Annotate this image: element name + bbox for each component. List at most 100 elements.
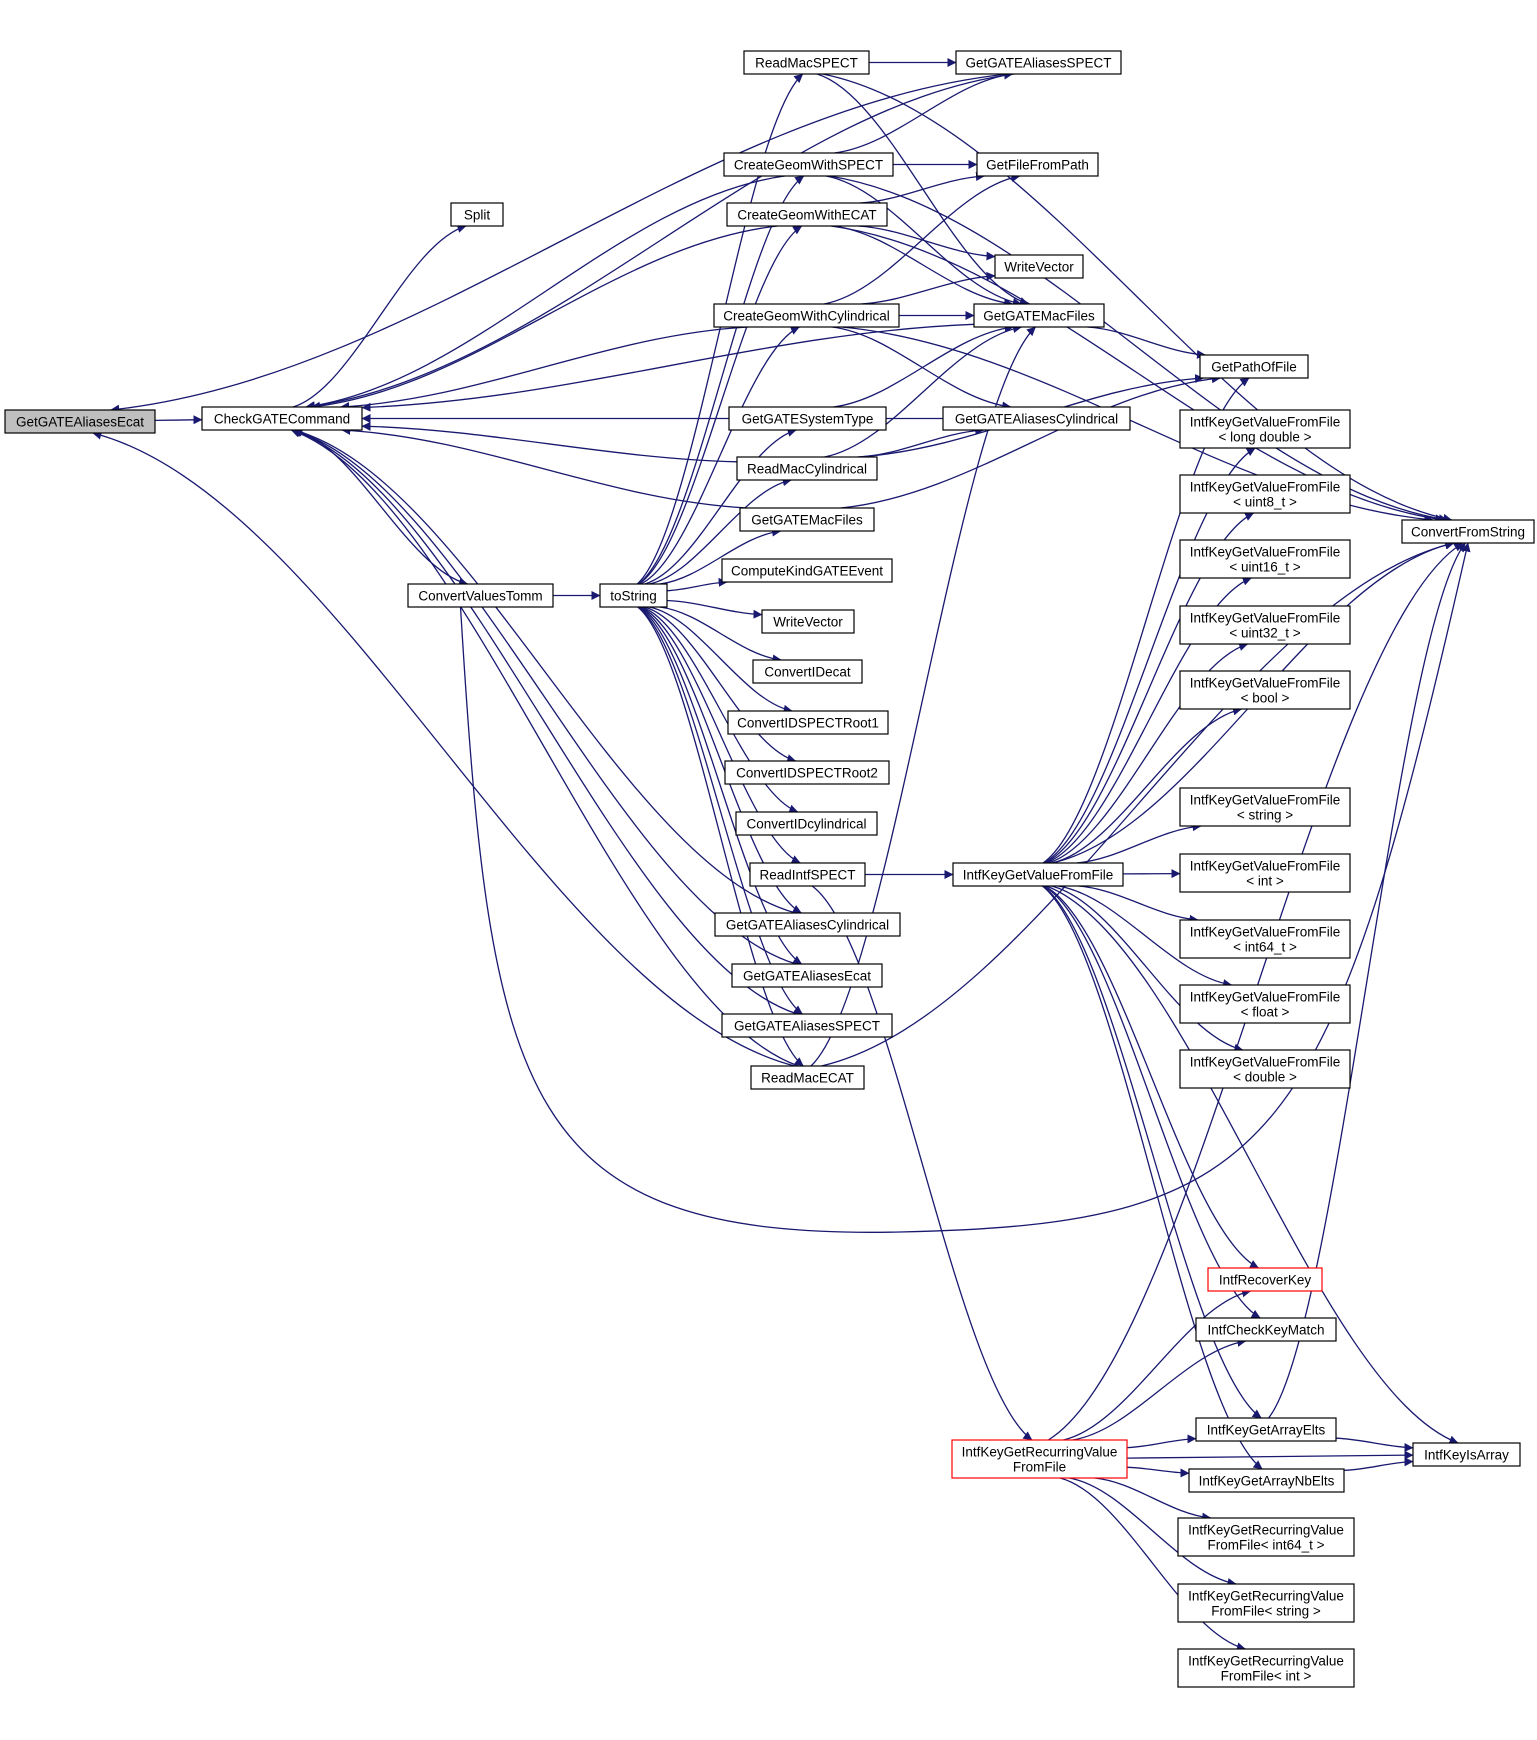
graph-node-geomspect[interactable]: CreateGeomWithSPECT (723, 152, 894, 177)
node-label: GetGATEAliasesSPECT (965, 56, 1111, 71)
node-label: ReadMacECAT (761, 1071, 854, 1086)
node-label: < int > (1246, 874, 1284, 889)
graph-node-macfiles1[interactable]: GetGATEMacFiles (973, 303, 1105, 328)
graph-node-arrayelts[interactable]: IntfKeyGetArrayElts (1195, 1417, 1337, 1442)
node-box (721, 558, 893, 583)
graph-node-t_uint32[interactable]: IntfKeyGetValueFromFile< uint32_t > (1179, 605, 1351, 645)
graph-node-readmacecat[interactable]: ReadMacECAT (750, 1065, 865, 1090)
node-label: GetGATEAliasesCylindrical (955, 412, 1118, 427)
graph-node-aliascyl1[interactable]: GetGATEAliasesCylindrical (942, 406, 1131, 431)
graph-node-isarray[interactable]: IntfKeyIsArray (1412, 1442, 1521, 1467)
node-box (731, 963, 883, 988)
graph-node-writevec2[interactable]: WriteVector (761, 609, 855, 634)
call-edge (830, 225, 1445, 524)
graph-node-convidecat[interactable]: ConvertIDecat (752, 659, 863, 684)
node-label: IntfKeyGetRecurringValue (1188, 1589, 1344, 1604)
graph-node-tostring[interactable]: toString (599, 583, 668, 608)
node-box (728, 406, 887, 431)
graph-node-convvalues[interactable]: ConvertValuesTomm (407, 583, 554, 608)
call-edge (305, 73, 1015, 411)
call-edge (649, 606, 793, 714)
node-box (761, 609, 855, 634)
graph-node-writevec1[interactable]: WriteVector (994, 254, 1084, 279)
graph-node-geomecat[interactable]: CreateGeomWithECAT (726, 202, 888, 227)
node-label: < float > (1241, 1005, 1290, 1020)
graph-node-t_float[interactable]: IntfKeyGetValueFromFile< float > (1179, 984, 1351, 1024)
node-box (713, 303, 900, 328)
call-edge (305, 175, 785, 411)
node-label: GetGATEMacFiles (751, 513, 863, 528)
node-box (726, 202, 888, 227)
node-label: IntfKeyGetValueFromFile (963, 868, 1114, 883)
graph-node-aliasecat2[interactable]: GetGATEAliasesEcat (731, 963, 883, 988)
graph-node-aliasspect[interactable]: GetGATEAliasesSPECT (955, 50, 1122, 75)
node-label: CreateGeomWithSPECT (734, 158, 883, 173)
graph-node-macfiles2[interactable]: GetGATEMacFiles (739, 507, 875, 532)
call-edge (1072, 1337, 1247, 1441)
graph-node-systype[interactable]: GetGATESystemType (728, 406, 887, 431)
node-label: IntfKeyGetArrayElts (1207, 1423, 1326, 1438)
graph-node-split[interactable]: Split (450, 202, 504, 227)
graph-node-aliascyl2[interactable]: GetGATEAliasesCylindrical (714, 912, 901, 937)
node-box (721, 1013, 893, 1038)
graph-node-readmacspect[interactable]: ReadMacSPECT (743, 50, 870, 75)
node-label: ConvertIDcylindrical (746, 817, 866, 832)
graph-node-readintf[interactable]: ReadIntfSPECT (749, 862, 866, 887)
node-box (723, 152, 894, 177)
node-box (1179, 409, 1351, 449)
call-edge (361, 323, 975, 412)
graph-node-convfromstring[interactable]: ConvertFromString (1401, 519, 1535, 544)
graph-node-pathoffile[interactable]: GetPathOfFile (1199, 354, 1309, 379)
graph-node-convspect2[interactable]: ConvertIDSPECTRoot2 (724, 760, 890, 785)
call-edge (641, 606, 799, 814)
graph-node-t_double[interactable]: IntfKeyGetValueFromFile< double > (1179, 1049, 1351, 1089)
graph-node-arraynb[interactable]: IntfKeyGetArrayNbElts (1188, 1468, 1345, 1493)
graph-node-intfget[interactable]: IntfKeyGetValueFromFile (952, 862, 1124, 887)
graph-node-t_uint8[interactable]: IntfKeyGetValueFromFile< uint8_t > (1179, 474, 1351, 514)
call-edge (341, 425, 748, 509)
call-edge (1126, 1466, 1190, 1478)
node-label: GetGATEAliasesEcat (743, 969, 871, 984)
graph-node-recoverkey[interactable]: IntfRecoverKey (1207, 1267, 1323, 1292)
node-label: FromFile< int > (1221, 1669, 1312, 1684)
graph-node-convspect1[interactable]: ConvertIDSPECTRoot1 (727, 710, 889, 735)
call-edge (290, 428, 799, 1067)
graph-node-checkkey[interactable]: IntfCheckKeyMatch (1195, 1317, 1337, 1342)
call-edge (659, 527, 782, 585)
node-box (735, 811, 878, 836)
call-edge (810, 326, 1036, 1067)
call-edge (1126, 1450, 1414, 1460)
graph-node-geomcyl[interactable]: CreateGeomWithCylindrical (713, 303, 900, 328)
node-box (1195, 1417, 1337, 1442)
call-edge (1078, 885, 1199, 924)
graph-node-convcyl[interactable]: ConvertIDcylindrical (735, 811, 878, 836)
node-label: ComputeKindGATEEvent (731, 564, 883, 579)
node-box (749, 862, 866, 887)
graph-node-computekind[interactable]: ComputeKindGATEEvent (721, 558, 893, 583)
graph-node-t_uint16[interactable]: IntfKeyGetValueFromFile< uint16_t > (1179, 539, 1351, 579)
graph-node-t_longdouble[interactable]: IntfKeyGetValueFromFile< long double > (1179, 409, 1351, 449)
graph-node-filefrompath[interactable]: GetFileFromPath (976, 152, 1099, 177)
call-edge (154, 415, 203, 425)
graph-node-t_int[interactable]: IntfKeyGetValueFromFile< int > (1179, 853, 1351, 893)
graph-node-aliasspect2[interactable]: GetGATEAliasesSPECT (721, 1013, 893, 1038)
graph-node-t_int64[interactable]: IntfKeyGetValueFromFile< int64_t > (1179, 919, 1351, 959)
node-box (1177, 1517, 1355, 1557)
node-label: IntfKeyGetValueFromFile (1190, 480, 1341, 495)
node-label: CheckGATECommand (214, 412, 350, 427)
node-label: IntfKeyGetRecurringValue (1188, 1523, 1344, 1538)
graph-node-checkgate[interactable]: CheckGATECommand (201, 406, 363, 431)
node-label: ConvertValuesTomm (418, 589, 542, 604)
call-edge (291, 428, 798, 1015)
node-label: < uint32_t > (1229, 626, 1300, 641)
graph-node-t_string[interactable]: IntfKeyGetValueFromFile< string > (1179, 787, 1351, 827)
node-box (973, 303, 1105, 328)
graph-node-t_bool[interactable]: IntfKeyGetValueFromFile< bool > (1179, 670, 1351, 710)
graph-node-readmaccyl[interactable]: ReadMacCylindrical (736, 456, 878, 481)
node-label: IntfKeyGetRecurringValue (1188, 1654, 1344, 1669)
call-edge (1059, 1477, 1246, 1652)
